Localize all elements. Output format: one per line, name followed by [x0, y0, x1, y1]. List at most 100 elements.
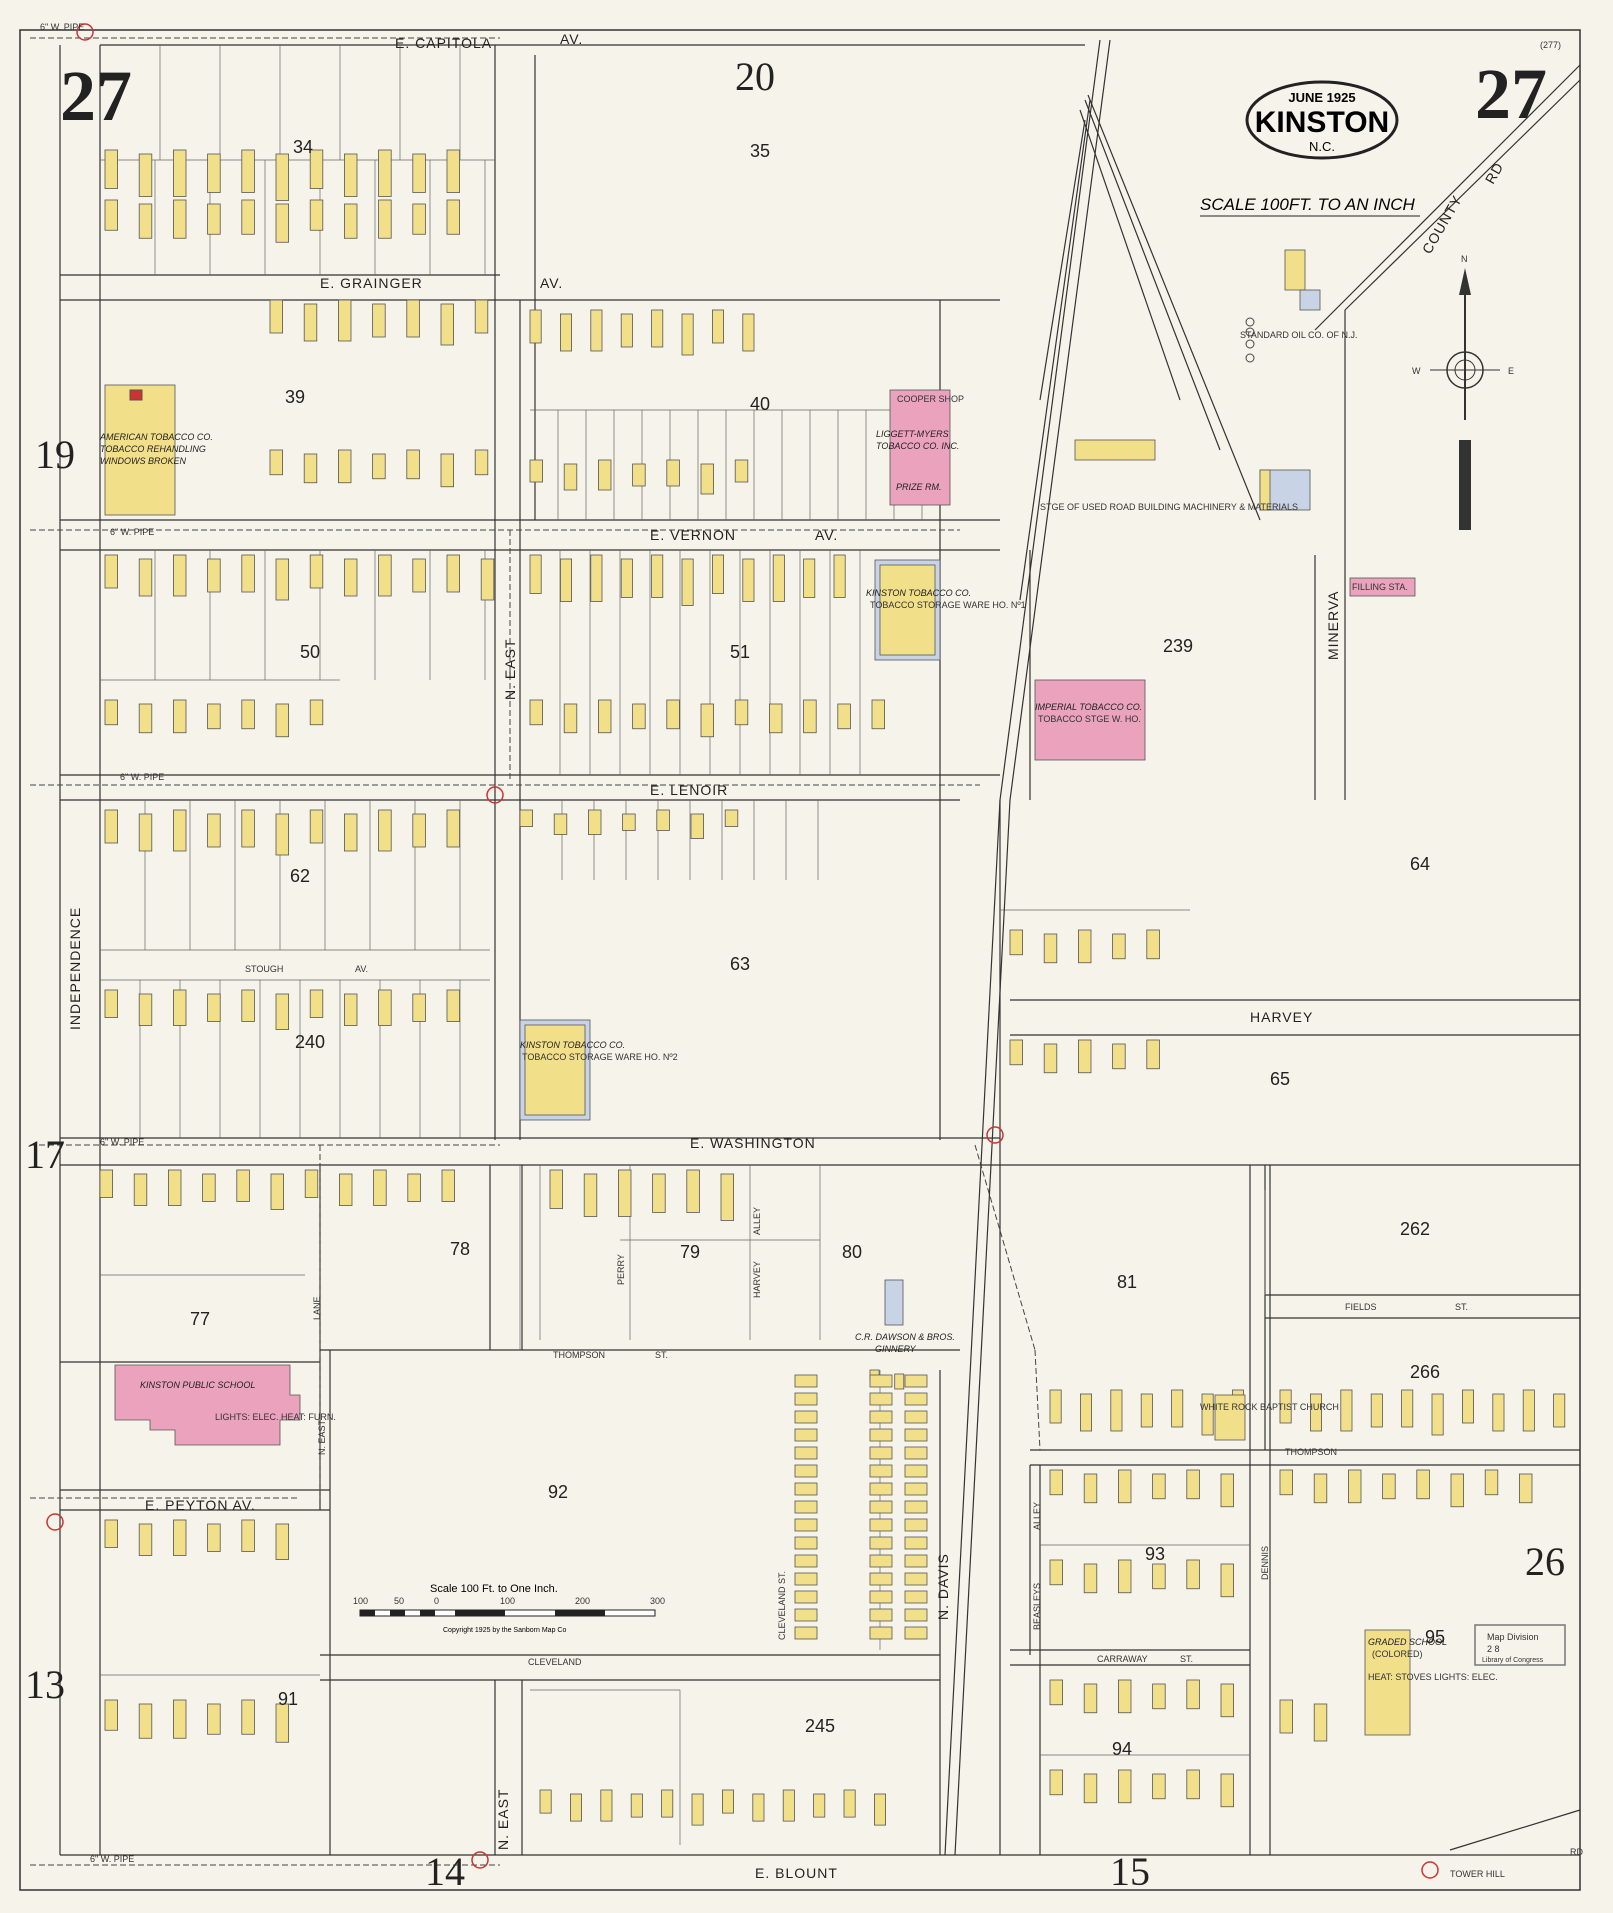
scale-text: SCALE 100FT. TO AN INCH — [1200, 195, 1415, 214]
dwelling — [681, 558, 694, 606]
stamp-line-3: Library of Congress — [1482, 1657, 1544, 1664]
dwelling — [1078, 1039, 1092, 1074]
dwelling — [651, 554, 664, 598]
kinston-public-school — [114, 1364, 301, 1446]
dwelling — [904, 1446, 928, 1460]
label-kinston-storage-2-sub: TOBACCO STORAGE WARE HO. Nº2 — [522, 1052, 678, 1062]
dwelling — [337, 299, 352, 342]
dwelling — [904, 1626, 928, 1640]
dwelling — [843, 1789, 856, 1818]
block-63: 63 — [730, 954, 750, 974]
dwelling — [343, 153, 358, 197]
dwelling — [441, 1169, 456, 1202]
dwelling — [560, 558, 573, 602]
street-alley: ALLEY — [752, 1207, 762, 1235]
dwelling — [1348, 1469, 1362, 1504]
dwelling — [474, 449, 489, 476]
dwelling — [772, 554, 785, 602]
dwelling — [1340, 1389, 1353, 1432]
building-labels: AMERICAN TOBACCO CO. TOBACCO REHANDLING … — [99, 330, 1498, 1682]
label-american-tobacco-note: WINDOWS BROKEN — [100, 456, 187, 466]
dwelling — [1220, 1773, 1235, 1808]
label-dawson-sub: GINNERY — [875, 1344, 917, 1354]
street-dennis: DENNIS — [1260, 1546, 1270, 1580]
street-n-davis: N. DAVIS — [935, 1553, 951, 1620]
dwelling — [1462, 1389, 1475, 1424]
pipe-label: 6" W. PIPE — [90, 1854, 134, 1864]
block-numbers: 34 35 39 40 50 51 62 63 64 65 77 78 79 8… — [190, 137, 1445, 1759]
dwelling — [686, 1169, 700, 1213]
dwelling — [1009, 1039, 1024, 1066]
dwelling — [618, 1169, 632, 1217]
block-79: 79 — [680, 1242, 700, 1262]
dwelling — [560, 313, 573, 352]
dwelling — [309, 554, 324, 589]
dwelling — [1112, 1043, 1126, 1070]
dwelling — [1220, 1563, 1235, 1598]
dwelling — [794, 1572, 818, 1586]
dwelling — [104, 199, 119, 231]
dwelling — [724, 809, 739, 827]
dwelling — [690, 813, 705, 839]
dwelling — [712, 554, 725, 594]
dwelling — [99, 1169, 114, 1198]
dwelling — [1401, 1389, 1414, 1428]
dwelling — [172, 699, 187, 734]
dwelling — [172, 809, 187, 852]
dwelling — [241, 809, 255, 848]
dwelling — [1110, 1389, 1123, 1432]
map-date: JUNE 1925 — [1288, 90, 1355, 105]
dwelling — [1553, 1393, 1566, 1428]
dwelling — [446, 149, 461, 193]
sheet-number-left: 27 — [60, 56, 132, 136]
dwelling — [309, 699, 324, 726]
dwelling — [794, 1482, 818, 1496]
dwelling — [207, 1703, 221, 1735]
copyright: Copyright 1925 by the Sanborn Map Co — [443, 1627, 566, 1634]
dwelling — [869, 1410, 893, 1424]
dwelling — [1049, 1389, 1062, 1424]
dwelling — [652, 1173, 666, 1213]
dwelling — [270, 1173, 285, 1210]
dwelling — [1370, 1393, 1383, 1428]
street-beasleys: BEASLEYS — [1032, 1583, 1042, 1630]
dwelling — [651, 309, 664, 348]
dwelling — [1118, 1679, 1132, 1714]
block-39: 39 — [285, 387, 305, 407]
dwelling — [1492, 1393, 1505, 1432]
dwelling — [1049, 1679, 1064, 1706]
dwelling — [590, 309, 603, 352]
adjoining-sheet-14: 14 — [425, 1849, 465, 1894]
dwelling — [202, 1173, 216, 1202]
dwelling — [904, 1608, 928, 1622]
dwelling — [782, 1789, 795, 1822]
dwelling — [138, 1523, 153, 1556]
dwelling — [1083, 1473, 1098, 1504]
dwelling — [1078, 929, 1092, 964]
dwelling — [207, 558, 221, 593]
street-county: COUNTY — [1419, 192, 1465, 256]
dwelling — [104, 1699, 119, 1731]
dwelling — [904, 1590, 928, 1604]
dwelling — [869, 1446, 893, 1460]
street-thompson-st: ST. — [655, 1350, 668, 1360]
dwelling — [1220, 1683, 1235, 1718]
dwelling — [440, 453, 455, 488]
dwelling — [104, 554, 119, 589]
liggett-myers-building — [889, 389, 951, 506]
street-labels: E. CAPITOLA AV. E. GRAINGER AV. E. VERNO… — [67, 31, 1583, 1881]
dwelling — [794, 1536, 818, 1550]
dwelling — [794, 1446, 818, 1460]
dwelling — [343, 813, 358, 852]
dwelling — [338, 1173, 353, 1206]
dwelling — [138, 153, 153, 197]
dawson-ginnery — [884, 1279, 904, 1326]
block-35: 35 — [750, 141, 770, 161]
scale-tick: 50 — [394, 1596, 404, 1606]
dwelling — [803, 558, 816, 598]
dwelling — [1112, 933, 1126, 960]
dwelling — [172, 199, 187, 239]
dwelling — [372, 303, 386, 338]
dwelling — [275, 1703, 290, 1743]
